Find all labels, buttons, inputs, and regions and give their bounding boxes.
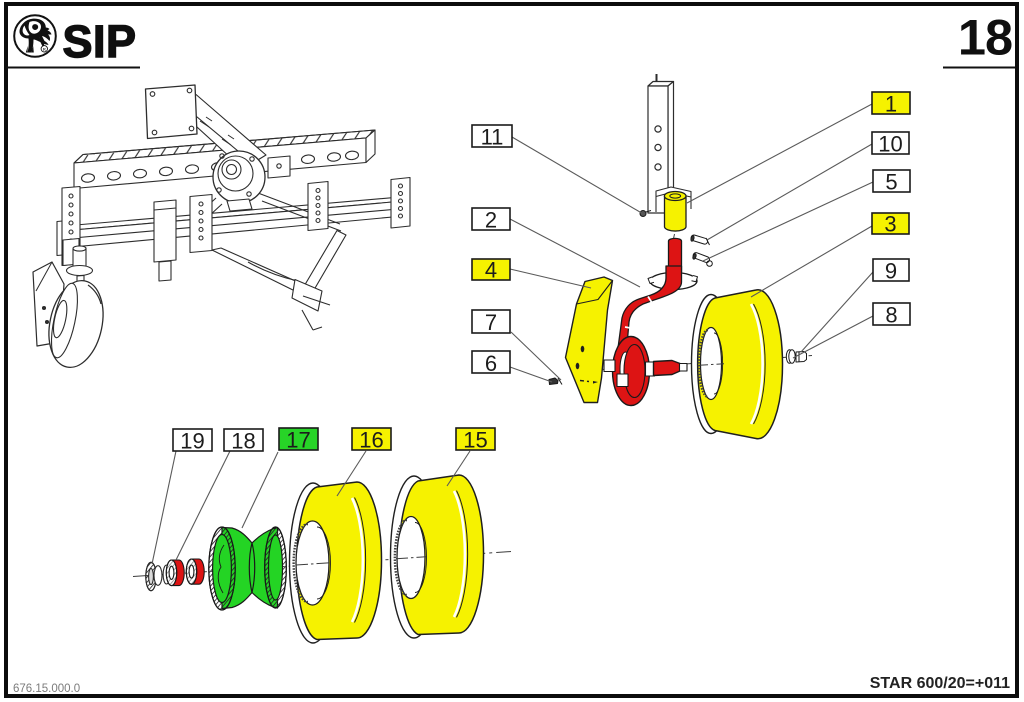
svg-text:1: 1 (885, 92, 897, 117)
svg-text:11: 11 (481, 125, 504, 150)
svg-text:5: 5 (885, 170, 897, 195)
svg-text:19: 19 (180, 429, 204, 454)
svg-text:10: 10 (878, 132, 902, 157)
svg-text:9: 9 (885, 259, 897, 284)
svg-text:3: 3 (884, 212, 896, 237)
svg-text:16: 16 (359, 428, 383, 453)
svg-text:15: 15 (463, 428, 487, 453)
svg-text:2: 2 (485, 208, 497, 233)
svg-text:STAR 600/20=+011: STAR 600/20=+011 (870, 675, 1010, 692)
svg-text:18: 18 (231, 429, 255, 454)
svg-text:17: 17 (286, 428, 310, 453)
svg-text:676.15.000.0: 676.15.000.0 (13, 683, 80, 695)
svg-text:R: R (43, 47, 47, 52)
svg-text:8: 8 (885, 303, 897, 328)
svg-text:18: 18 (958, 9, 1012, 66)
svg-text:7: 7 (485, 310, 497, 335)
svg-text:SIP: SIP (63, 16, 137, 67)
svg-text:4: 4 (485, 258, 497, 283)
svg-text:6: 6 (485, 351, 497, 376)
